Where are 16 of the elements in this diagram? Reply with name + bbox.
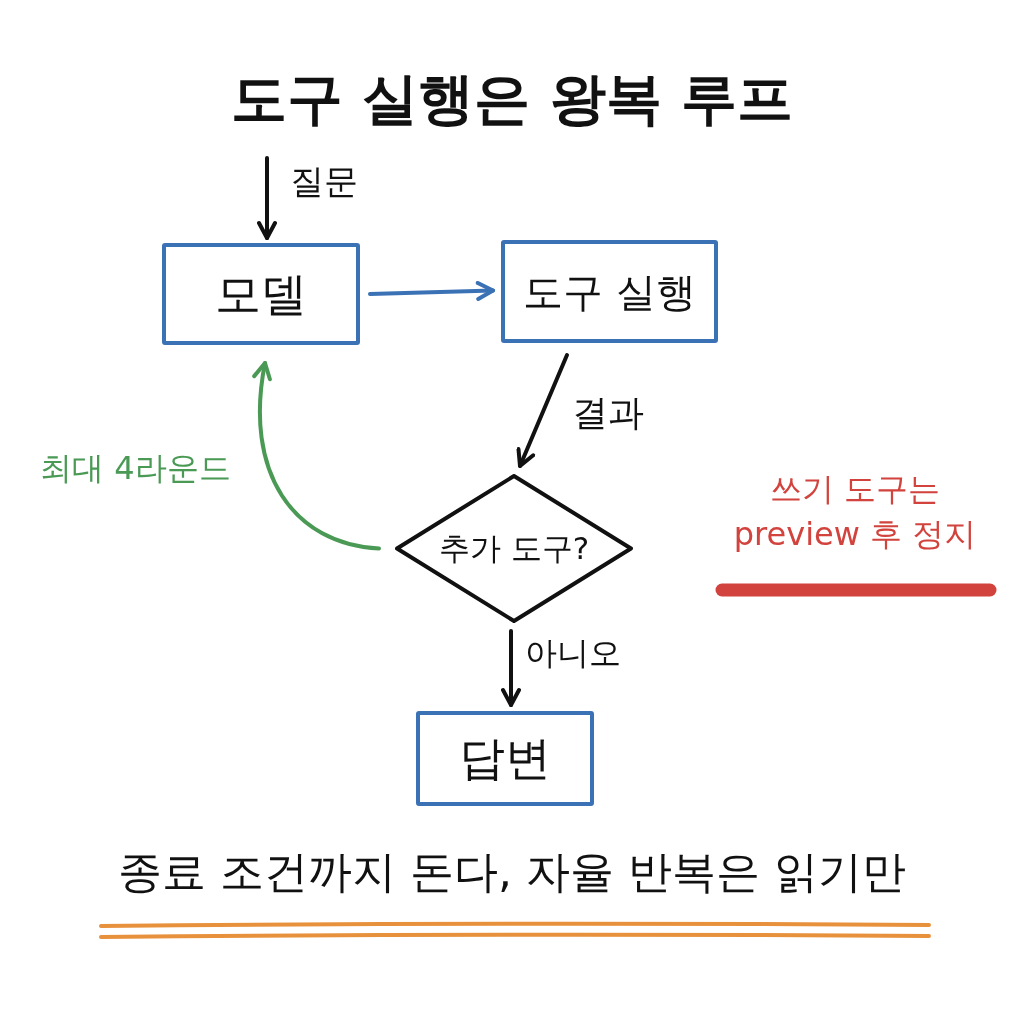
note-text: 쓰기 도구는 preview 후 정지	[732, 469, 978, 555]
arrow	[368, 280, 495, 301]
process-box	[501, 240, 718, 343]
node-label: 추가 도구?	[438, 530, 590, 567]
arrow	[257, 156, 277, 240]
caption: 종료 조건까지 돈다, 자율 반복은 읽기만	[118, 846, 906, 897]
decision-diamond	[395, 474, 633, 623]
title: 도구 실행은 왕복 루프	[230, 66, 794, 131]
arrow	[252, 361, 381, 551]
node-label: 도구 실행	[523, 268, 696, 315]
node-label: 모델	[215, 267, 307, 321]
process-box	[162, 243, 360, 345]
node-label: 답변	[459, 732, 551, 785]
process-box	[416, 711, 594, 806]
arrow	[501, 629, 521, 707]
arrow	[516, 353, 569, 468]
